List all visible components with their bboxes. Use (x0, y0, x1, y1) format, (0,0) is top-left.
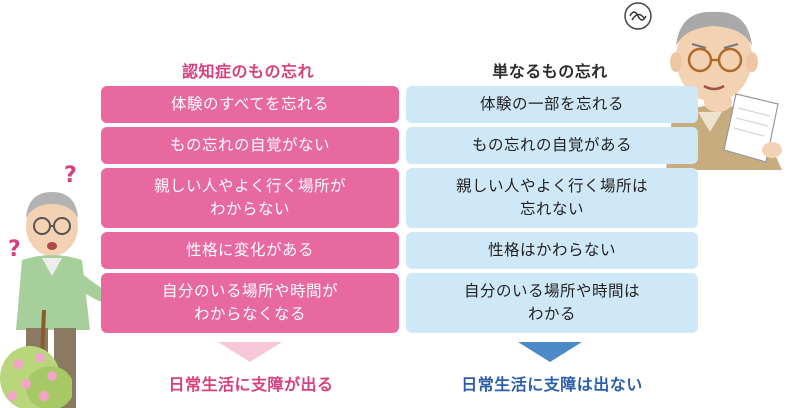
dementia-row-5: 自分のいる場所や時間が わからなくなる (101, 273, 399, 333)
row-text: 性格はかわらない (487, 241, 616, 259)
simple-row-1: 体験の一部を忘れる (406, 86, 698, 123)
row-text: 体験の一部を忘れる (479, 95, 624, 113)
row-text: わからなくなる (193, 305, 306, 323)
simple-row-2: もの忘れの自覚がある (406, 127, 698, 164)
simple-result: 日常生活に支障は出ない (461, 375, 643, 394)
dementia-result: 日常生活に支障が出る (168, 375, 334, 394)
down-arrow-pink-icon (218, 342, 282, 362)
row-text: わかる (527, 305, 576, 323)
row-text: 忘れない (519, 200, 584, 218)
dementia-forgetfulness-heading: 認知症のもの忘れ (181, 62, 314, 81)
simple-row-5: 自分のいる場所や時間は わかる (406, 273, 698, 333)
row-text: もの忘れの自覚がない (169, 136, 330, 154)
row-text: 性格に変化がある (185, 241, 314, 259)
svg-text:?: ? (64, 163, 77, 188)
down-arrow-blue-icon (518, 342, 582, 362)
simple-row-3: 親しい人やよく行く場所は 忘れない (406, 168, 698, 228)
row-text: 自分のいる場所や時間は (463, 282, 640, 300)
row-text: 自分のいる場所や時間が (161, 282, 338, 300)
dementia-row-2: もの忘れの自覚がない (101, 127, 399, 164)
dementia-row-1: 体験のすべてを忘れる (101, 86, 399, 123)
flowering-bush-icon (0, 346, 72, 408)
dementia-row-4: 性格に変化がある (101, 232, 399, 269)
row-text: 体験のすべてを忘れる (171, 95, 329, 113)
row-text: 親しい人やよく行く場所が (153, 177, 346, 195)
simple-row-4: 性格はかわらない (406, 232, 698, 269)
dementia-row-3: 親しい人やよく行く場所が わからない (101, 168, 399, 228)
simple-forgetfulness-heading: 単なるもの忘れ (492, 62, 608, 81)
row-text: わからない (209, 200, 290, 218)
row-text: 親しい人やよく行く場所は (455, 177, 648, 195)
row-text: もの忘れの自覚がある (471, 136, 632, 154)
svg-text:?: ? (8, 237, 21, 262)
